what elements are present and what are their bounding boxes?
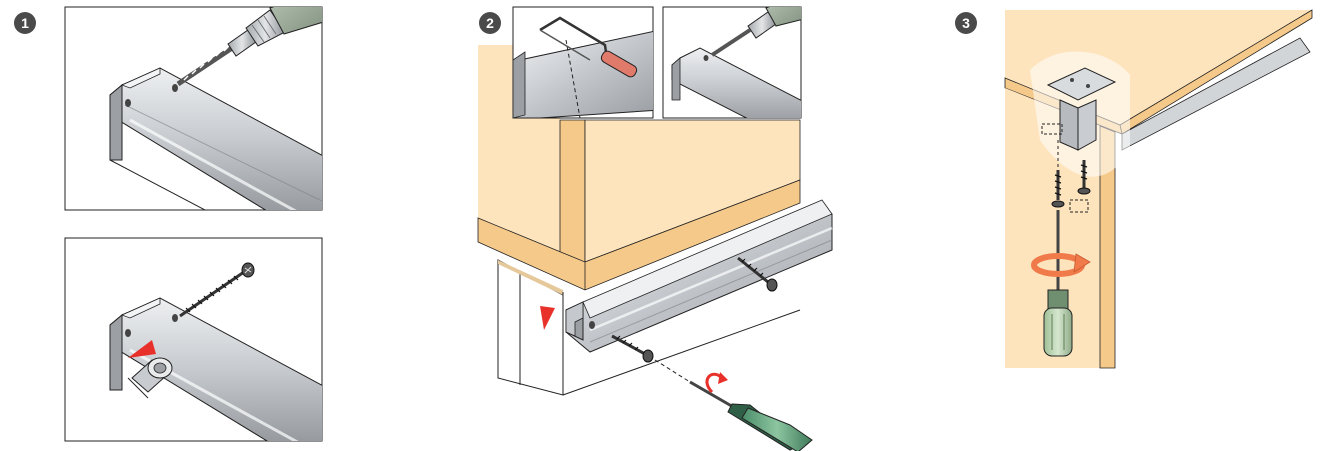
hacksaw-icon: [539, 16, 638, 78]
screw-icon: [611, 334, 691, 383]
panel-3-corner: [1004, 9, 1313, 369]
drill-icon: [710, 7, 801, 57]
warning-triangle-icon: [540, 306, 555, 330]
inset-drill-profile: [662, 6, 802, 119]
rotate-arrow-icon: [1031, 253, 1091, 277]
screw-icon: [1077, 160, 1091, 195]
step-2-badge: 2: [479, 12, 501, 34]
step-1-badge: 1: [14, 12, 36, 34]
end-cap: [127, 357, 173, 399]
step-3-badge: 3: [955, 12, 977, 34]
panel-1-screwing: [64, 237, 323, 442]
inset-cut-profile: [512, 6, 654, 119]
screw-icon: [737, 256, 778, 292]
screw-icon: [1051, 170, 1065, 208]
aluminium-profile: [109, 67, 322, 210]
panel-1-drilling: [64, 6, 323, 211]
warning-triangle-icon: [128, 340, 156, 358]
screwdriver-icon: [689, 380, 813, 451]
aluminium-profile: [565, 199, 833, 353]
drill-icon: [176, 7, 322, 87]
corner-bracket: [1046, 67, 1117, 151]
panel-2-cabinet: [477, 6, 833, 451]
screw-icon: [179, 262, 255, 318]
